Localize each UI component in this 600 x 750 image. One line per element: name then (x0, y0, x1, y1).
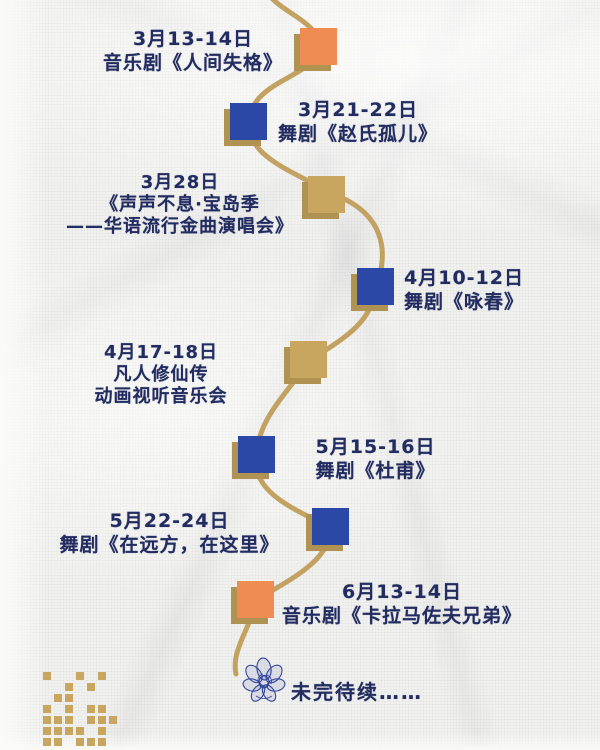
node-face (238, 436, 275, 473)
pixel-square (54, 738, 62, 746)
event-title: 音乐剧《卡拉马佐夫兄弟》 (281, 605, 522, 627)
node-face (237, 581, 274, 618)
event-date: 6月13-14日 (342, 581, 462, 603)
event-date: 5月22-24日 (109, 510, 230, 532)
pixel-square (87, 705, 95, 713)
node-face (290, 341, 327, 378)
event-label-4: 4月10-12日 舞剧《咏春》 (398, 266, 530, 314)
event-date: 3月13-14日 (133, 28, 253, 50)
pixel-square (87, 738, 95, 746)
event-title: 舞剧《赵氏孤儿》 (277, 123, 438, 145)
event-label-6: 5月15-16日 舞剧《杜甫》 (308, 435, 443, 483)
pixel-square (43, 705, 51, 713)
event-node-5 (284, 341, 327, 384)
event-date: 4月10-12日 (404, 267, 524, 289)
event-node-2 (224, 103, 267, 146)
event-label-7: 5月22-24日 舞剧《在远方，在这里》 (52, 509, 287, 557)
event-label-3: 3月28日 《声声不息·宝岛季 ——华语流行金曲演唱会》 (50, 172, 310, 238)
event-node-7 (306, 508, 349, 551)
event-label-2: 3月21-22日 舞剧《赵氏孤儿》 (268, 98, 448, 146)
pixel-square (65, 694, 73, 702)
event-node-1 (294, 28, 337, 71)
pixel-square (65, 727, 73, 735)
event-date: 5月15-16日 (315, 436, 436, 458)
node-face (357, 268, 394, 305)
pixel-square (43, 672, 51, 680)
pixel-square (43, 738, 51, 746)
event-node-4 (351, 268, 394, 311)
event-date: 3月21-22日 (298, 99, 418, 121)
pixel-square (65, 705, 73, 713)
event-label-8: 6月13-14日 音乐剧《卡拉马佐夫兄弟》 (277, 580, 527, 628)
event-title: 舞剧《杜甫》 (315, 460, 436, 482)
event-title: 舞剧《咏春》 (403, 291, 524, 313)
event-label-5: 4月17-18日 凡人修仙传 动画视听音乐会 (85, 342, 237, 408)
pixel-square (76, 672, 84, 680)
pixel-square (87, 683, 95, 691)
node-face (308, 176, 345, 213)
event-title: 《声声不息·宝岛季 (100, 194, 260, 215)
event-title: 凡人修仙传 (113, 364, 209, 385)
pixel-square (98, 672, 106, 680)
to-be-continued-label: 未完待续…… (291, 680, 423, 704)
pixel-square (54, 694, 62, 702)
pixel-square (54, 727, 62, 735)
pixel-square (65, 683, 73, 691)
event-date: 4月17-18日 (103, 342, 219, 363)
event-node-6 (232, 436, 275, 479)
pixel-square (98, 705, 106, 713)
node-face (230, 103, 267, 140)
event-node-3 (302, 176, 345, 219)
event-title: 舞剧《在远方，在这里》 (59, 534, 280, 556)
pixel-square (98, 738, 106, 746)
flower-icon (242, 657, 286, 702)
pixel-square (87, 716, 95, 724)
event-label-1: 3月13-14日 音乐剧《人间失格》 (58, 27, 328, 75)
event-title: ——华语流行金曲演唱会》 (66, 216, 294, 237)
pixel-square (76, 738, 84, 746)
pixel-square (98, 727, 106, 735)
node-face (300, 28, 337, 65)
node-face (312, 508, 349, 545)
pixel-decoration (43, 672, 123, 750)
pixel-square (109, 716, 117, 724)
event-node-8 (231, 581, 274, 624)
pixel-square (65, 716, 73, 724)
event-title: 动画视听音乐会 (94, 386, 228, 407)
pixel-square (76, 727, 84, 735)
pixel-square (43, 727, 51, 735)
pixel-square (43, 716, 51, 724)
event-title: 音乐剧《人间失格》 (102, 52, 283, 74)
pixel-square (98, 716, 106, 724)
event-date: 3月28日 (140, 172, 220, 193)
pixel-square (54, 716, 62, 724)
